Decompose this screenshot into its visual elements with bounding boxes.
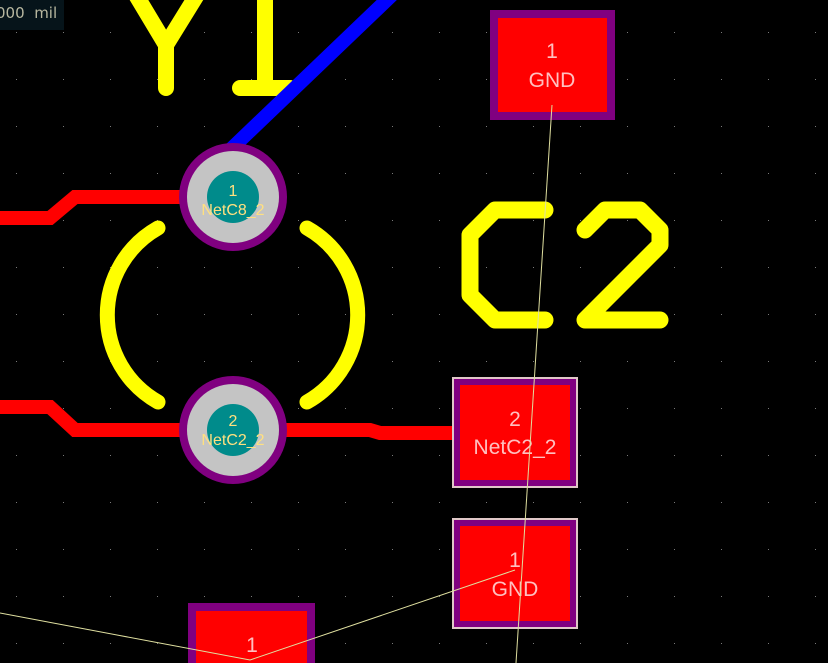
pad-number: 1 — [509, 549, 521, 572]
scale-unit: mil — [34, 4, 58, 22]
pad-number: 2 — [509, 408, 521, 431]
scale-value: 000 — [0, 4, 25, 22]
pad-net: GND — [529, 69, 576, 92]
pad-net: NetC2_2 — [201, 432, 264, 449]
ratsnest-line — [0, 569, 516, 661]
drill-hole — [207, 171, 259, 223]
th-pad-2[interactable]: 2 NetC2_2 — [179, 376, 287, 484]
pad-net: NetC2_2 — [474, 436, 557, 459]
pad-number: 2 — [229, 413, 238, 430]
pad-number: 1 — [229, 183, 238, 200]
smd-pad-bottom[interactable]: 1 — [188, 603, 315, 663]
c2-silk-2 — [576, 201, 669, 329]
pad-number: 1 — [546, 40, 558, 63]
bottom-track[interactable] — [225, 0, 397, 156]
pad-number: 1 — [246, 634, 258, 657]
pad-net: GND — [492, 578, 539, 601]
smd-pad-c2-1[interactable]: 1 GND — [452, 518, 578, 629]
th-pad-1[interactable]: 1 NetC8_2 — [179, 143, 287, 251]
pad-net: NetC8_2 — [201, 202, 264, 219]
c2-silk-c — [461, 201, 554, 329]
y1-outline-right-arc — [299, 220, 366, 410]
smd-pad-c2-2[interactable]: 2 NetC2_2 — [452, 377, 578, 488]
drill-hole — [207, 404, 259, 456]
c2-designator[interactable]: C2 — [0, 0, 669, 329]
smd-pad-gnd-top[interactable]: 1 GND — [490, 10, 615, 120]
top-track-netc8[interactable] — [0, 190, 190, 225]
ratsnest-line — [515, 104, 553, 663]
y1-outline-left-arc — [99, 220, 166, 410]
scale-readout: 000 mil — [0, 0, 64, 30]
y1-silk-y-right — [158, 0, 204, 53]
y1-designator[interactable]: Y1 — [0, 0, 298, 96]
